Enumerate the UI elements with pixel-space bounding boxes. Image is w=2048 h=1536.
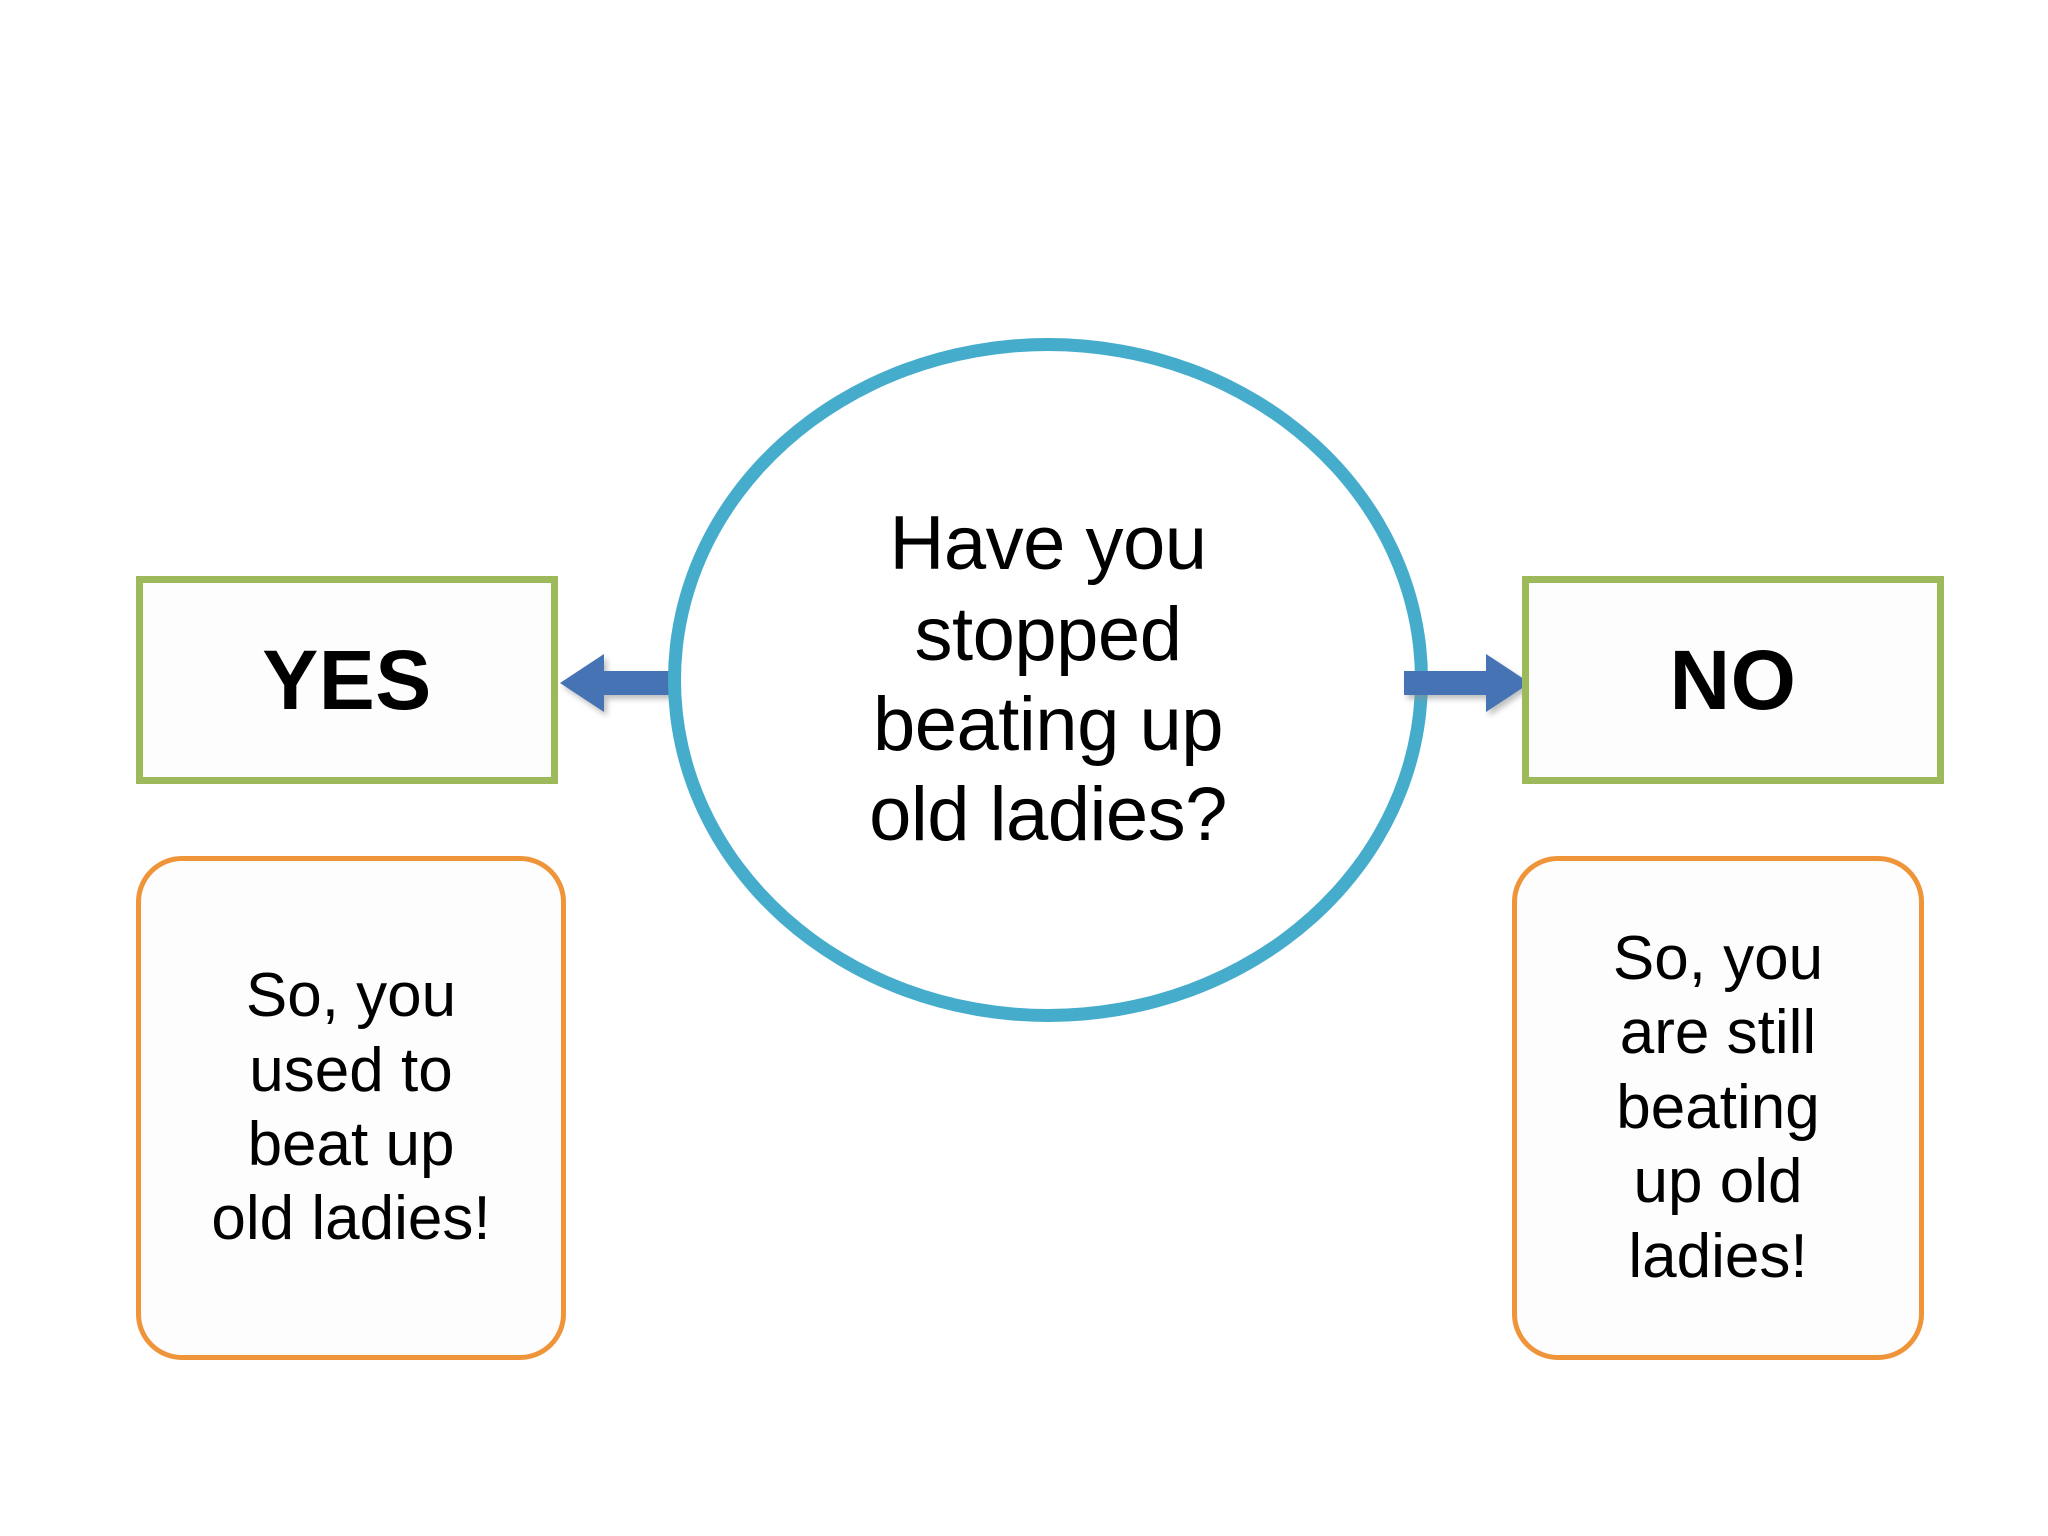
question-ellipse: Have you stopped beating up old ladies? <box>668 338 1428 1022</box>
answer-label-no: NO <box>1669 632 1797 727</box>
arrow-right-icon <box>1404 654 1530 712</box>
answer-label-yes: YES <box>262 632 432 727</box>
consequence-text-no: So, you are still beating up old ladies! <box>1612 924 1824 1291</box>
consequence-box-no[interactable]: So, you are still beating up old ladies! <box>1512 856 1924 1360</box>
answer-box-no[interactable]: NO <box>1522 576 1944 784</box>
consequence-box-yes[interactable]: So, you used to beat up old ladies! <box>136 856 566 1360</box>
answer-box-yes[interactable]: YES <box>136 576 558 784</box>
arrow-left-icon <box>560 654 684 712</box>
consequence-text-yes: So, you used to beat up old ladies! <box>211 961 491 1254</box>
question-text: Have you stopped beating up old ladies? <box>869 501 1227 858</box>
